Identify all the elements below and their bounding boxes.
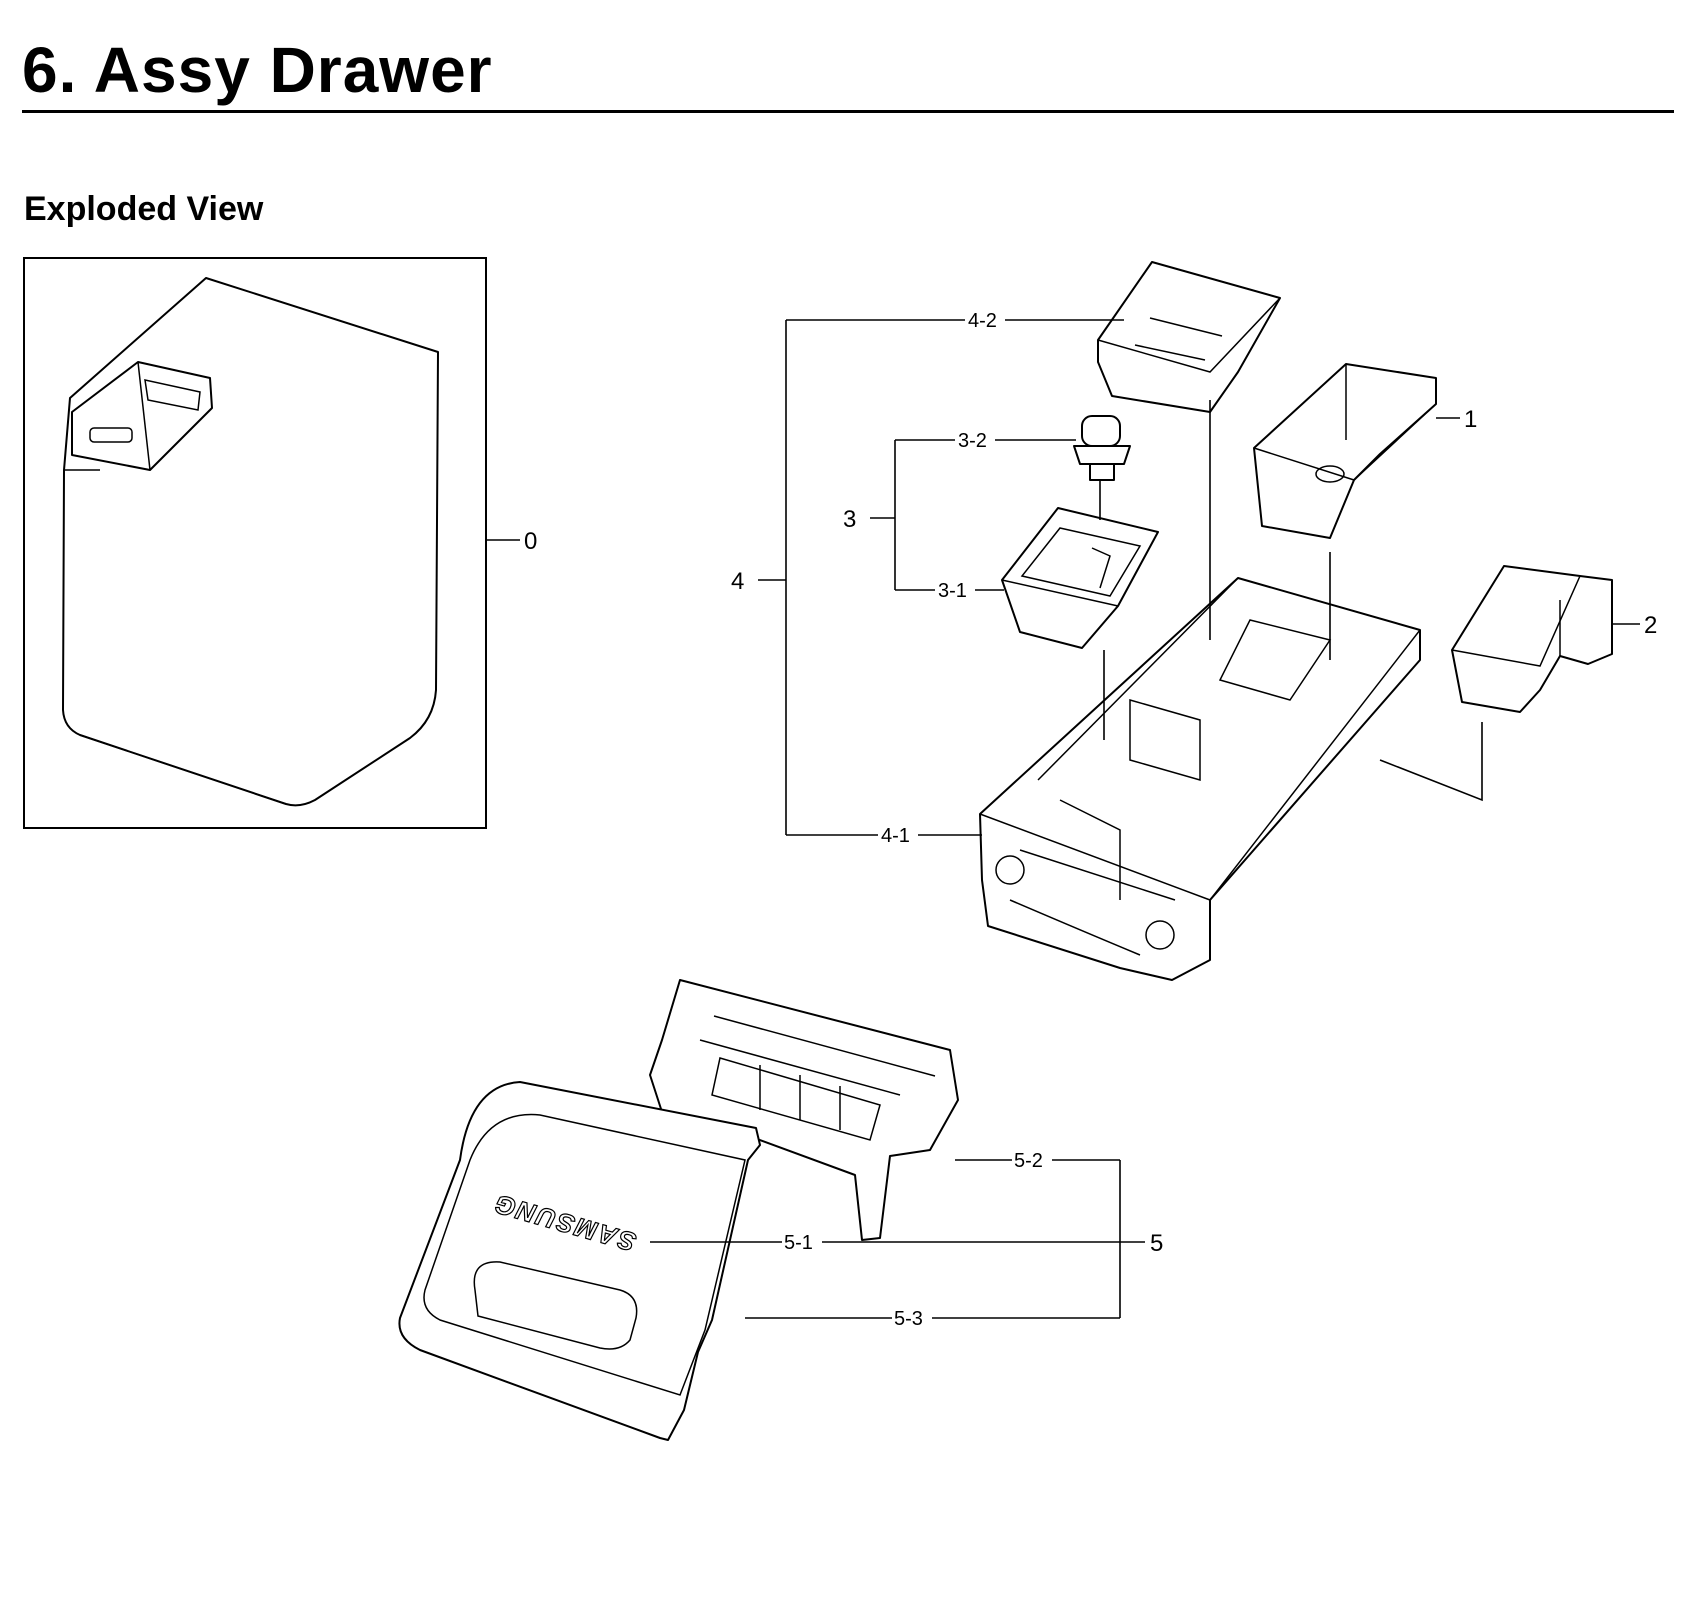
callout-0: 0 bbox=[524, 528, 537, 555]
callout-5-3: 5-3 bbox=[894, 1308, 923, 1330]
callout-1: 1 bbox=[1464, 406, 1477, 433]
callout-4-2: 4-2 bbox=[968, 310, 997, 332]
part-4-1-housing bbox=[979, 577, 1421, 981]
part-2-box bbox=[1451, 565, 1613, 713]
overview-inset bbox=[23, 257, 487, 829]
callout-3-1: 3-1 bbox=[938, 580, 967, 602]
callout-2: 2 bbox=[1644, 612, 1657, 639]
page-title: 6. Assy Drawer bbox=[22, 34, 493, 106]
callout-3: 3 bbox=[843, 506, 856, 533]
washer-cabinet bbox=[62, 277, 439, 807]
callout-labels: 0 1 2 3 3-2 3-1 4 4-2 4-1 5 5-2 5-1 5-3 bbox=[524, 310, 1657, 1330]
callout-5: 5 bbox=[1150, 1230, 1163, 1257]
part-5-2-insert bbox=[649, 979, 959, 1241]
part-3-1-tray bbox=[1001, 507, 1159, 649]
part-1-box bbox=[1253, 363, 1437, 539]
leader-lines bbox=[486, 319, 1640, 1319]
callout-4-1: 4-1 bbox=[881, 825, 910, 847]
callout-3-2: 3-2 bbox=[958, 430, 987, 452]
part-3-2-cap bbox=[1073, 415, 1131, 481]
callout-4: 4 bbox=[731, 568, 744, 595]
callout-5-1: 5-1 bbox=[784, 1232, 813, 1254]
callout-5-2: 5-2 bbox=[1014, 1150, 1043, 1172]
title-rule bbox=[22, 110, 1674, 113]
part-4-2-box bbox=[1097, 261, 1281, 413]
washer-drawer-detail bbox=[71, 361, 213, 471]
section-heading: Exploded View bbox=[24, 190, 264, 228]
part-5-3-front-panel: SAMSUNG bbox=[398, 1081, 761, 1441]
